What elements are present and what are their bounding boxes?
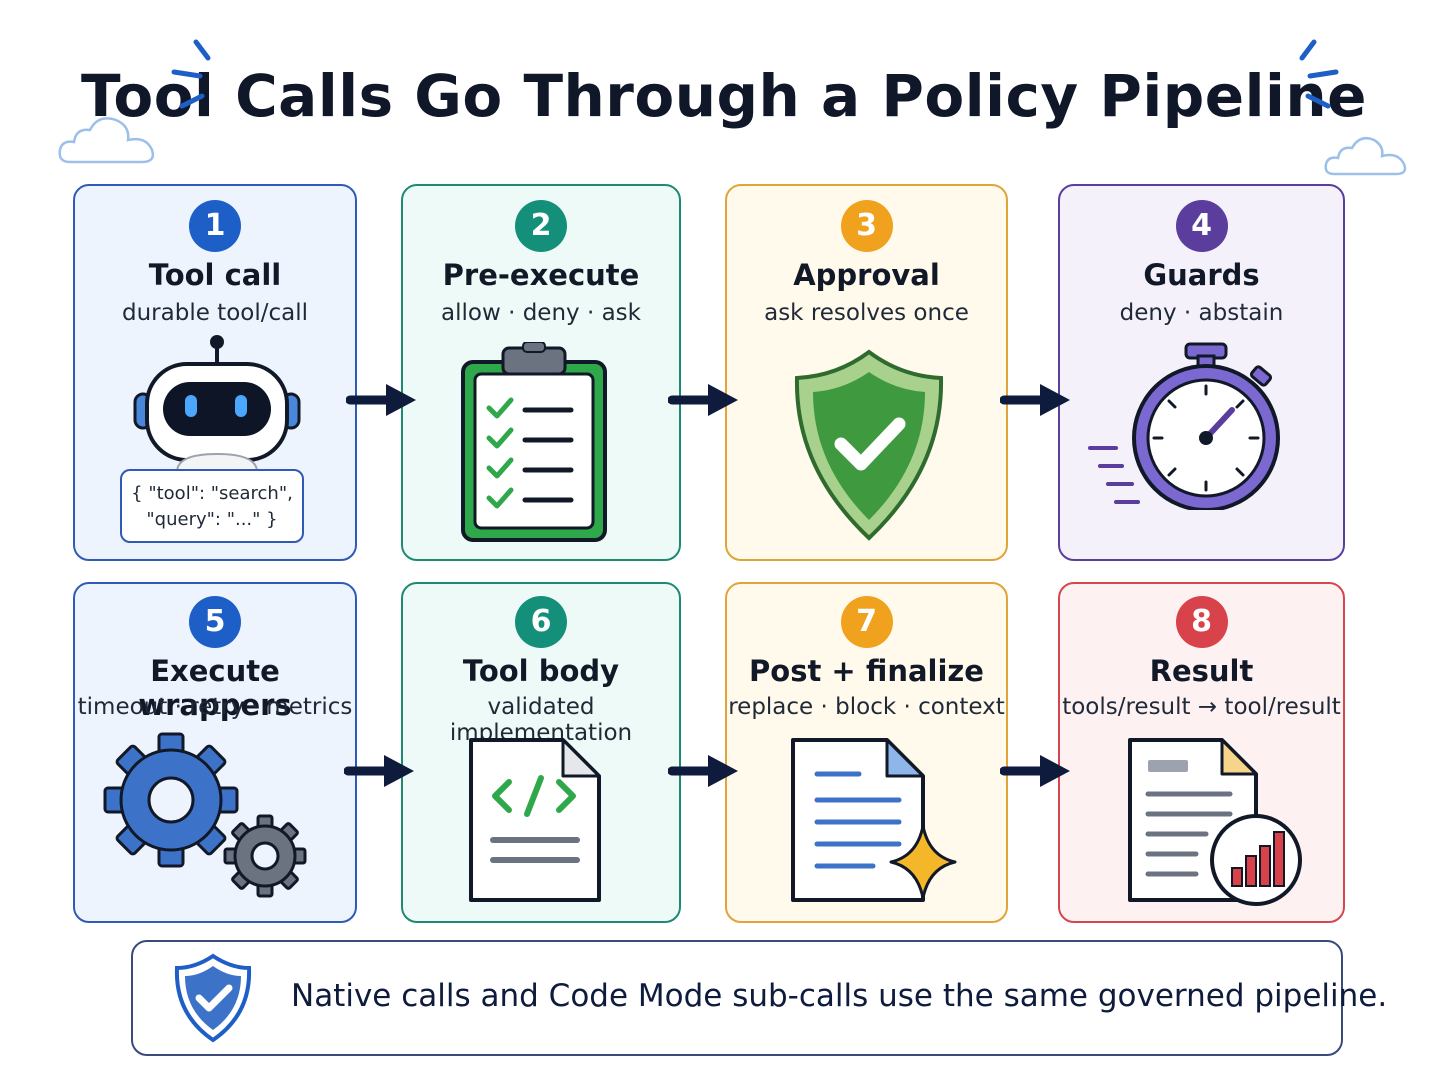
step-title: Approval (793, 258, 940, 292)
flow-arrow-1-2 (346, 384, 416, 416)
flow-arrow-3-4 (1000, 384, 1070, 416)
step-title: Execute wrappers (138, 654, 292, 722)
step-number-badge: 1 (189, 200, 241, 252)
json-line-2: "query": "..." } (146, 509, 278, 530)
code-file-icon (469, 738, 601, 902)
step-number-badge: 6 (515, 596, 567, 648)
flow-arrow-6-7 (668, 755, 738, 787)
step-card-5: 5 Execute wrappers timeout · retry · met… (73, 582, 357, 923)
step-subtitle: allow · deny · ask (441, 300, 641, 326)
step-card-6: 6 Tool body validated implementation (401, 582, 681, 923)
step-card-2: 2 Pre-execute allow · deny · ask (401, 184, 681, 561)
json-line-1: { "tool": "search", (131, 483, 293, 504)
page-title: Tool Calls Go Through a Policy Pipeline (80, 62, 1367, 130)
stopwatch-icon (1088, 342, 1280, 510)
step-number-badge: 7 (840, 596, 893, 648)
flow-arrow-2-3 (668, 384, 738, 416)
step-card-8: 8 Result tools/result → tool/result (1058, 582, 1345, 923)
flow-arrow-7-8 (1000, 755, 1070, 787)
flow-arrow-5-6 (344, 755, 414, 787)
step-card-3: 3 Approval ask resolves once (725, 184, 1008, 561)
footer-note: Native calls and Code Mode sub-calls use… (131, 940, 1387, 1056)
shield-check-icon (794, 349, 944, 541)
step-title: Pre-execute (442, 258, 640, 292)
step-card-1: 1 Tool call durable tool/call { "tool": … (73, 184, 357, 561)
document-sparkle-icon (791, 738, 957, 902)
step-subtitle: tools/result → tool/result (1062, 694, 1341, 720)
spark-lines-right-icon (1299, 39, 1339, 109)
step-title: Tool body (462, 654, 620, 688)
cloud-left-icon (58, 117, 155, 164)
step-card-7: 7 Post + finalize replace · block · cont… (725, 582, 1008, 923)
step-title: Result (1149, 654, 1254, 688)
step-number-badge: 3 (840, 200, 893, 252)
step-subtitle: deny · abstain (1119, 300, 1284, 326)
step-subtitle: durable tool/call (122, 300, 308, 326)
robot-icon (133, 335, 301, 472)
step-number-badge: 8 (1175, 596, 1228, 648)
report-chart-icon (1128, 738, 1302, 906)
clipboard-checklist-icon (461, 342, 607, 542)
gears-icon (103, 732, 307, 898)
step-subtitle: replace · block · context (728, 694, 1005, 720)
json-snippet-box: { "tool": "search", "query": "..." } (120, 469, 304, 543)
cloud-right-icon (1324, 137, 1407, 176)
shield-check-icon (174, 953, 252, 1043)
step-number-badge: 5 (189, 596, 241, 648)
spark-lines-left-icon (171, 39, 211, 109)
step-subtitle: timeout · retry · metrics (77, 694, 353, 720)
step-subtitle: validated implementation (449, 694, 633, 746)
step-number-badge: 2 (515, 200, 567, 252)
step-title: Guards (1143, 258, 1260, 292)
step-card-4: 4 Guards deny · abstain (1058, 184, 1345, 561)
footer-text: Native calls and Code Mode sub-calls use… (291, 978, 1388, 1014)
step-title: Tool call (148, 258, 282, 292)
step-title: Post + finalize (749, 654, 984, 688)
step-number-badge: 4 (1175, 200, 1228, 252)
step-subtitle: ask resolves once (764, 300, 969, 326)
